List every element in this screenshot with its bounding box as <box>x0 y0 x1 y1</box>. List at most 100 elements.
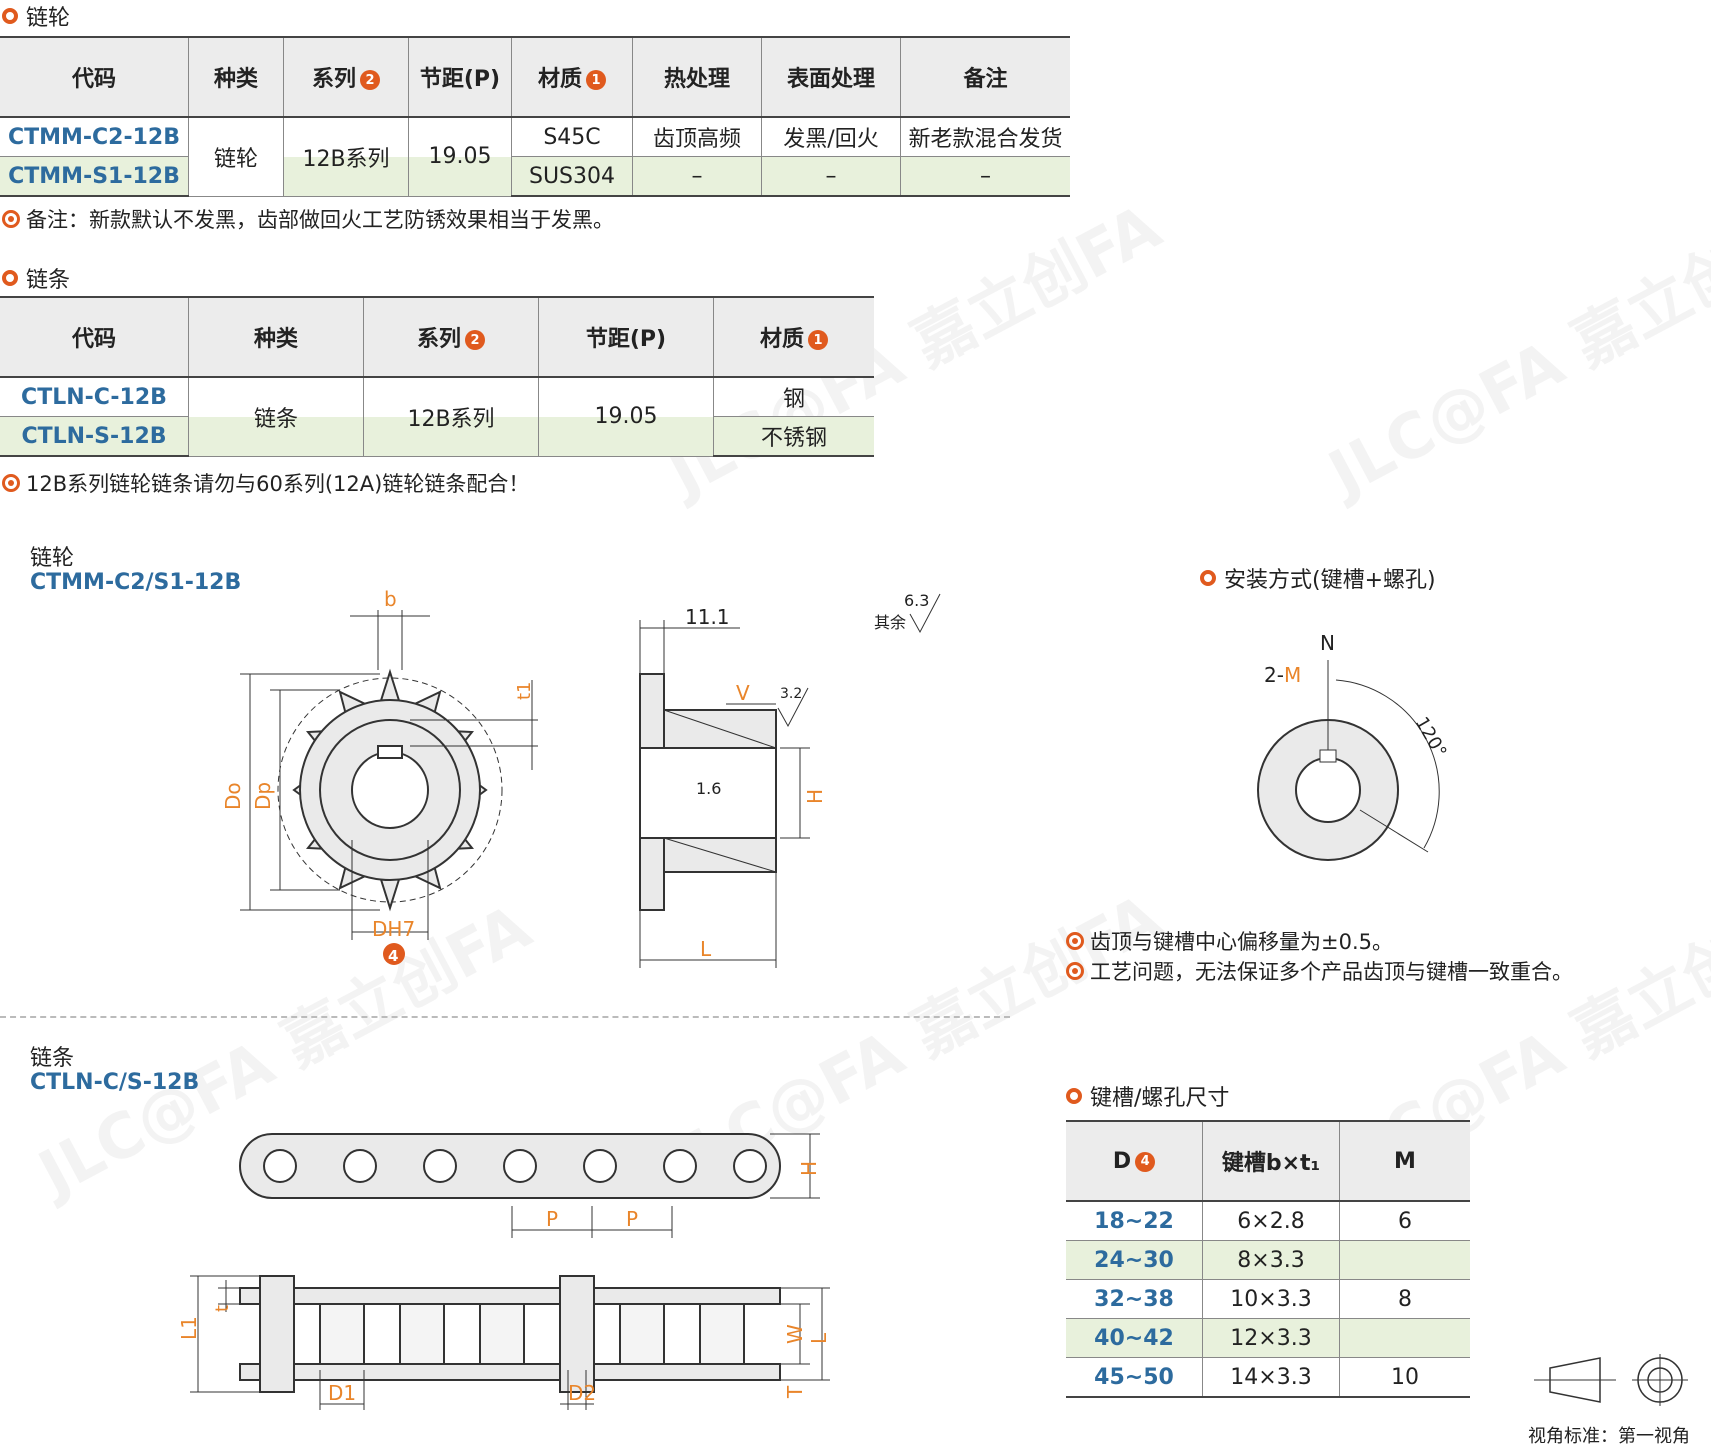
chain-pin <box>343 1149 377 1183</box>
roughness-16: 1.6 <box>696 779 721 798</box>
projection-symbol-icon <box>1534 1354 1688 1406</box>
table-row: 32~38 10×3.3 8 <box>1066 1279 1470 1319</box>
table-row: CTMM-C2-12B 链轮 12B系列 19.05 S45C 齿顶高频 发黑/… <box>0 117 1070 197</box>
col-header: 种类 <box>188 296 364 378</box>
label-2m: 2-M <box>1264 663 1301 687</box>
d-cell: 32~38 <box>1066 1279 1203 1319</box>
dim-label-b: b <box>384 587 397 611</box>
m-cell <box>1339 1240 1470 1280</box>
dim-label-do: Do <box>221 782 245 810</box>
dim-label-w: W <box>783 1324 807 1344</box>
dim-label-v: V <box>736 681 750 705</box>
col-header: 表面处理 <box>761 36 901 118</box>
dim-label-l1: L1 <box>177 1316 201 1340</box>
roughness-32: 3.2 <box>780 686 802 702</box>
chain-drawing: H P P L1 t W L T D1 D2 <box>177 1133 831 1410</box>
dim-label-t1: t1 <box>514 681 535 700</box>
badge-icon <box>383 943 405 965</box>
target-icon <box>2 210 20 228</box>
material-cell: 钢 <box>713 377 874 417</box>
col-header: 代码 <box>0 36 189 118</box>
table-row: 24~30 8×3.3 <box>1066 1240 1470 1280</box>
chain-pin <box>733 1149 767 1183</box>
bore-circle <box>1295 757 1361 823</box>
m-cell <box>1339 1318 1470 1358</box>
dim-label-T: T <box>783 1385 807 1399</box>
material-cell: SUS304 <box>511 156 633 197</box>
col-header: M <box>1339 1120 1470 1202</box>
series-cell: 12B系列 <box>363 377 539 457</box>
chain-drawing-code: CTLN-C/S-12B <box>30 1070 200 1095</box>
dim-label-dp: Dp <box>251 782 275 810</box>
pitch-cell: 19.05 <box>538 377 714 457</box>
badge-4: 4 <box>388 947 398 965</box>
col-header: 节距(P) <box>408 36 512 118</box>
mount-drawing: N 2-M 120° <box>1257 631 1451 861</box>
chain-pin <box>423 1149 457 1183</box>
d-cell: 45~50 <box>1066 1357 1203 1398</box>
keyway-cell: 14×3.3 <box>1202 1357 1340 1398</box>
badge-icon: 1 <box>808 330 828 350</box>
material-cell: 不锈钢 <box>713 416 874 457</box>
badge-icon: 4 <box>1135 1151 1156 1172</box>
dim-label-t: t <box>212 1305 233 1312</box>
d-cell: 18~22 <box>1066 1201 1203 1241</box>
code-cell: CTLN-S-12B <box>0 416 189 457</box>
chain-top-view <box>239 1133 781 1199</box>
surface-cell: 发黑/回火 <box>761 117 901 157</box>
roughness-symbol <box>777 687 809 728</box>
chain-drawing-name: 链条 <box>30 1046 75 1071</box>
target-icon <box>1066 962 1084 980</box>
col-header: 节距(P) <box>538 296 714 378</box>
chain-pin <box>663 1149 697 1183</box>
d-cell: 40~42 <box>1066 1318 1203 1358</box>
watermark: JLC@FA 嘉立创FA <box>1317 189 1711 510</box>
bore <box>351 751 429 829</box>
keyway-cell: 8×3.3 <box>1202 1240 1340 1280</box>
sprocket-drawing-name: 链轮 <box>30 546 75 571</box>
chain-section-title: 链条 <box>2 262 70 294</box>
angle-arc <box>1335 679 1440 849</box>
mount-note: 工艺问题，无法保证多个产品齿顶与键槽一致重合。 <box>1066 956 1573 986</box>
dim-label-h: H <box>797 1161 821 1176</box>
type-cell: 链条 <box>188 377 364 457</box>
keyway <box>1319 749 1337 763</box>
table-row: 40~42 12×3.3 <box>1066 1318 1470 1358</box>
code-cell: CTMM-S1-12B <box>0 156 189 197</box>
sprocket-front-view <box>240 610 538 940</box>
dim-width-label: 11.1 <box>685 605 730 629</box>
col-header: 种类 <box>188 36 284 118</box>
ring-icon <box>2 8 18 24</box>
code-cell: CTMM-C2-12B <box>0 117 189 157</box>
badge-icon: 2 <box>360 70 380 90</box>
target-icon <box>1066 932 1084 950</box>
dim-label-p: P <box>546 1207 558 1231</box>
remark-cell: – <box>900 156 1070 197</box>
dim-label-l: L <box>807 1332 831 1344</box>
keyway-cell: 12×3.3 <box>1202 1318 1340 1358</box>
chain-pin <box>583 1149 617 1183</box>
roughness-rest: 其余 <box>874 613 906 632</box>
keyway-cell: 6×2.8 <box>1202 1201 1340 1241</box>
badge-icon: 2 <box>465 330 485 350</box>
table-row: 45~50 14×3.3 10 <box>1066 1357 1470 1398</box>
roughness-symbol <box>909 593 941 634</box>
series-cell: 12B系列 <box>283 117 409 197</box>
sprocket-note: 备注：新款默认不发黑，齿部做回火工艺防锈效果相当于发黑。 <box>2 204 614 234</box>
m-cell: 6 <box>1339 1201 1470 1241</box>
heat-cell: 齿顶高频 <box>632 117 762 157</box>
m-cell: 8 <box>1339 1279 1470 1319</box>
view-standard: 视角标准：第一视角 <box>1528 1426 1690 1447</box>
heat-cell: – <box>632 156 762 197</box>
type-cell: 链轮 <box>188 117 284 197</box>
material-cell: S45C <box>511 117 633 157</box>
col-header: 键槽b×t₁ <box>1202 1120 1340 1202</box>
ring-icon <box>2 270 18 286</box>
chain-side-view <box>239 1275 781 1393</box>
